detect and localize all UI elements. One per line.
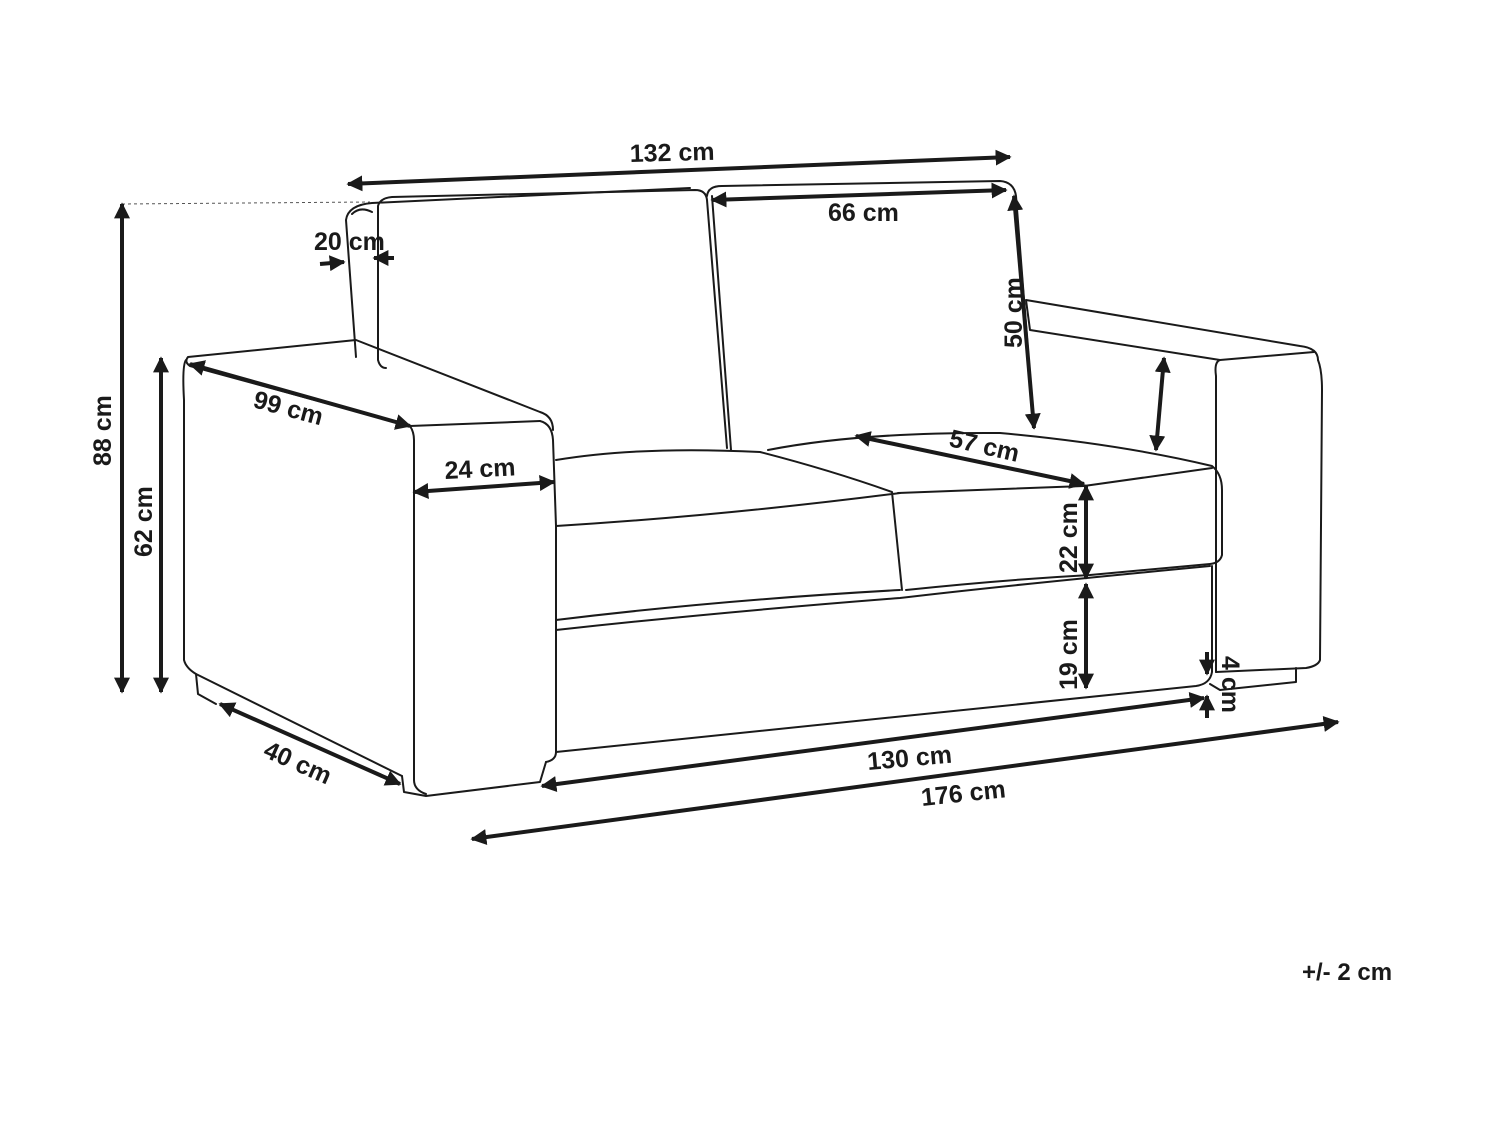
right-leg	[1209, 667, 1297, 691]
label-seat-width: 130 cm	[866, 741, 953, 776]
dimension-lines	[114, 149, 1340, 845]
dim-total-width	[470, 716, 1340, 845]
label-cushion-height: 22 cm	[1055, 502, 1083, 573]
seat-cushion-front	[555, 525, 901, 621]
label-side-depth: 40 cm	[260, 736, 336, 790]
seat-cushion-left	[555, 449, 903, 591]
dimension-labels: 132 cm 66 cm 20 cm 50 cm 88 cm 62 cm 99 …	[89, 138, 1244, 812]
dim-back-width	[346, 149, 1012, 192]
label-arm-width: 24 cm	[444, 453, 516, 485]
dim-back-height	[1007, 194, 1041, 430]
dim-cushion-width	[710, 182, 1008, 208]
label-back-height: 50 cm	[1000, 277, 1028, 348]
left-back-cushion	[351, 189, 728, 449]
label-back-width: 132 cm	[629, 138, 715, 168]
dim-arm-depth	[188, 360, 412, 430]
back-frame-left	[345, 187, 691, 358]
left-arm-side	[182, 359, 427, 795]
dim-seat-depth	[854, 431, 1086, 489]
label-leg-height: 4 cm	[1216, 656, 1244, 713]
dim-arm-width	[412, 475, 556, 499]
tolerance-note: +/- 2 cm	[1302, 959, 1392, 986]
height-guide-line	[121, 201, 371, 205]
label-seat-base-height: 19 cm	[1055, 619, 1083, 690]
label-arm-height: 62 cm	[130, 486, 158, 557]
seat-base	[555, 565, 1213, 753]
label-total-width: 176 cm	[920, 775, 1007, 812]
left-arm-inner	[539, 420, 557, 763]
right-arm-top	[1025, 299, 1319, 673]
label-cushion-width: 66 cm	[828, 199, 899, 227]
right-arm-side	[1215, 359, 1323, 673]
dim-arm-to-seat	[1149, 356, 1171, 452]
left-leg	[195, 673, 547, 797]
label-total-height: 88 cm	[89, 395, 117, 466]
dim-side-depth	[218, 702, 402, 786]
label-back-thickness: 20 cm	[314, 228, 385, 256]
dim-back-thickness-left	[319, 255, 346, 272]
